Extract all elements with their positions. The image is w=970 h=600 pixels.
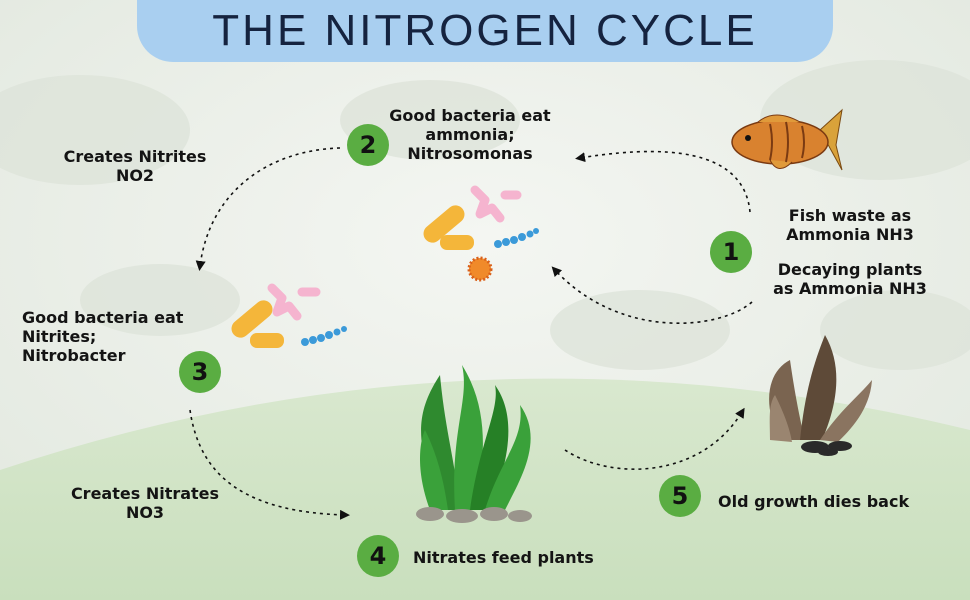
lily-pad-backdrop xyxy=(0,60,970,370)
step-1-badge: 1 xyxy=(710,231,752,273)
page-title: THE NITROGEN CYCLE xyxy=(212,6,758,55)
step-3-label: Good bacteria eat Nitrites; Nitrobacter xyxy=(22,308,184,365)
step-2-label: Good bacteria eat ammonia; Nitrosomonas xyxy=(389,106,551,163)
nitrites-label: Creates Nitrites NO2 xyxy=(63,147,207,185)
step-1-label-secondary: Decaying plants as Ammonia NH3 xyxy=(773,260,927,298)
step-3-badge: 3 xyxy=(179,351,221,393)
step-4-label: Nitrates feed plants xyxy=(413,548,594,567)
arrow-icon xyxy=(189,409,350,520)
dead-plant-icon xyxy=(769,335,872,456)
arrow-icon xyxy=(575,150,751,213)
arrow-icon xyxy=(564,407,745,470)
step-5-label: Old growth dies back xyxy=(718,492,910,511)
step-4-badge: 4 xyxy=(357,535,399,577)
bacteria-icon xyxy=(423,185,539,282)
arrow-icon xyxy=(195,147,341,271)
cycle-arrows xyxy=(189,147,753,520)
bacteria-icon xyxy=(231,283,347,348)
step-2-badge: 2 xyxy=(347,124,389,166)
title-banner xyxy=(137,0,833,62)
step-5-badge: 5 xyxy=(659,475,701,517)
fish-icon xyxy=(731,108,843,171)
step-1-label: Fish waste as Ammonia NH3 xyxy=(786,206,914,244)
aquatic-plant-icon xyxy=(416,365,532,523)
nitrates-label: Creates Nitrates NO3 xyxy=(70,484,220,522)
